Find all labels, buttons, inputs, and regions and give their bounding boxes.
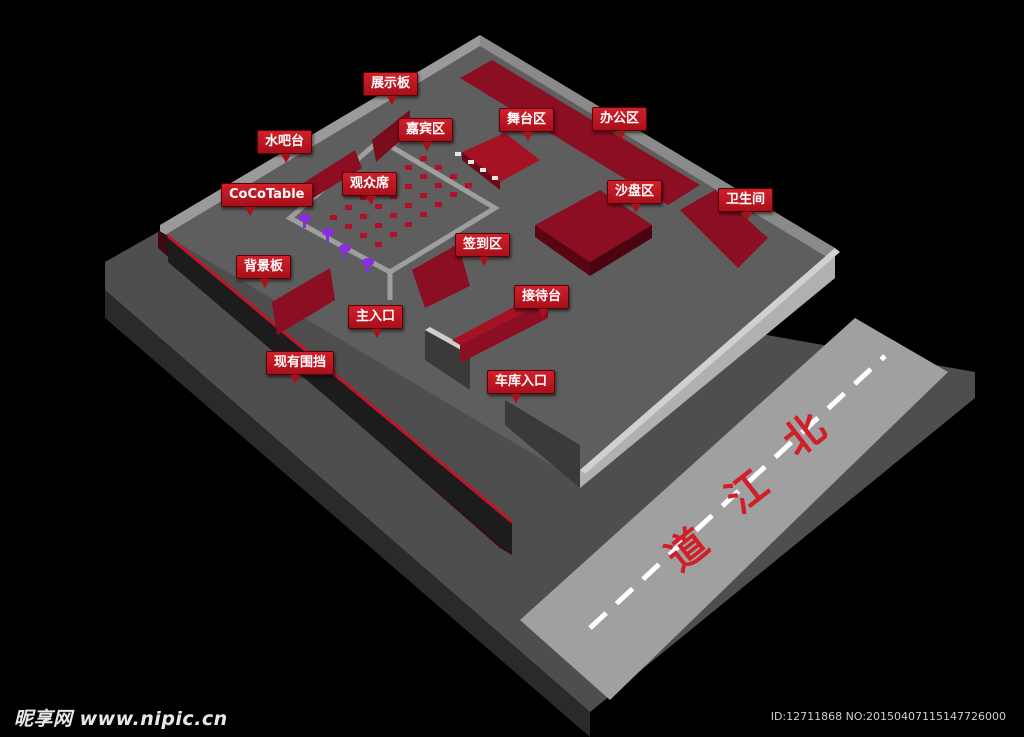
label-sand-table-area: 沙盘区	[607, 180, 663, 213]
label-office-area: 办公区	[592, 107, 648, 140]
ground-platform	[105, 228, 975, 712]
stage-platform	[462, 133, 540, 182]
label-pointer	[631, 204, 641, 213]
label-stage-area: 舞台区	[499, 108, 555, 141]
label-text: 沙盘区	[607, 180, 663, 204]
label-pointer	[281, 154, 291, 163]
label-pointer	[245, 207, 255, 216]
label-guest-area: 嘉宾区	[398, 118, 454, 151]
label-existing-hoarding: 现有围挡	[266, 351, 335, 384]
label-audience-seats: 观众席	[342, 172, 398, 205]
label-pointer	[290, 375, 300, 384]
road-surface	[520, 318, 948, 700]
label-restroom: 卫生间	[718, 188, 774, 221]
restroom-block	[680, 190, 768, 268]
label-pointer	[366, 196, 376, 205]
label-text: 接待台	[514, 285, 570, 309]
sand-table-side-right	[590, 225, 652, 276]
label-text: 嘉宾区	[398, 118, 454, 142]
office-counter	[460, 60, 700, 205]
label-text: 观众席	[342, 172, 398, 196]
watermark-id: ID:12711868 NO:20150407115147726000	[770, 710, 1006, 723]
ground-platform-front	[105, 290, 590, 737]
sand-table-side	[535, 225, 590, 276]
label-text: CoCoTable	[221, 183, 313, 207]
label-text: 现有围挡	[266, 351, 335, 375]
label-text: 展示板	[363, 72, 419, 96]
label-reception-desk: 接待台	[514, 285, 570, 318]
label-text: 签到区	[455, 233, 511, 257]
reception-desk	[460, 300, 548, 363]
label-pointer	[511, 394, 521, 403]
label-main-entrance: 主入口	[348, 305, 404, 338]
hoarding-edge	[167, 234, 513, 524]
label-text: 卫生间	[718, 188, 774, 212]
label-pointer	[372, 329, 382, 338]
wall-front-left	[505, 400, 580, 488]
road-center-line	[588, 354, 887, 630]
cocotable-stools	[299, 214, 374, 272]
label-text: 背景板	[236, 255, 292, 279]
hoarding-wall-face	[168, 236, 512, 555]
label-backdrop-board: 背景板	[236, 255, 292, 288]
watermark-site: 昵享网 www.nipic.cn	[14, 708, 228, 730]
guest-seats	[455, 152, 498, 180]
label-pointer	[742, 212, 752, 221]
bar-counter	[300, 150, 362, 203]
wall-front-right-top	[580, 248, 840, 474]
label-pointer	[538, 309, 548, 318]
label-cocotable: CoCoTable	[221, 183, 313, 216]
label-pointer	[260, 279, 270, 288]
sign-in-desk	[412, 244, 470, 308]
label-sign-in-area: 签到区	[455, 233, 511, 266]
label-text: 主入口	[348, 305, 404, 329]
label-bar-counter: 水吧台	[257, 130, 313, 163]
label-pointer	[523, 132, 533, 141]
label-pointer	[387, 96, 397, 105]
wall-entrance-block	[425, 330, 470, 390]
label-pointer	[479, 257, 489, 266]
backdrop-board	[272, 268, 335, 335]
label-text: 水吧台	[257, 130, 313, 154]
label-pointer	[616, 131, 626, 140]
label-pointer	[422, 142, 432, 151]
sand-table	[535, 190, 652, 262]
label-text: 车库入口	[487, 370, 556, 394]
label-exhibit-board: 展示板	[363, 72, 419, 105]
label-garage-entrance: 车库入口	[487, 370, 556, 403]
audience-seats	[330, 156, 472, 247]
label-text: 舞台区	[499, 108, 555, 132]
label-text: 办公区	[592, 107, 648, 131]
